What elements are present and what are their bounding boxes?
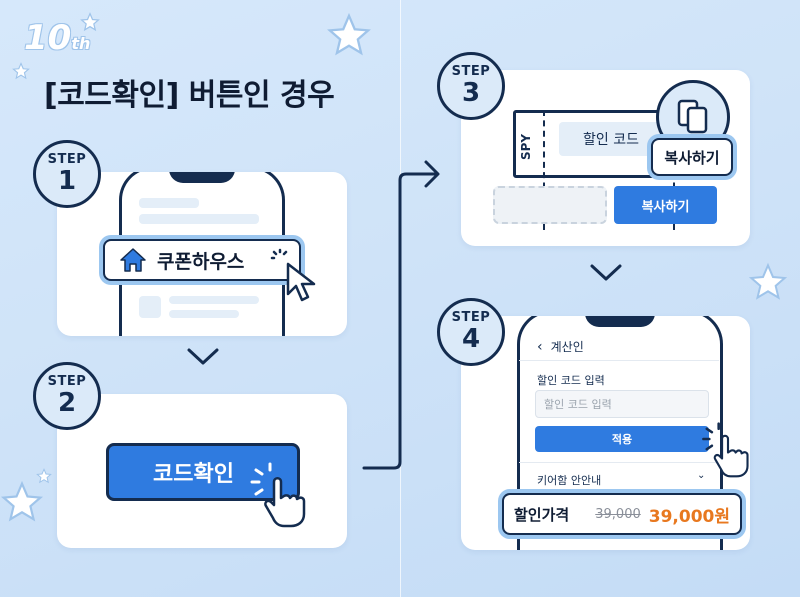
- apply-button[interactable]: 적용: [535, 426, 709, 452]
- coupon-house-label: 쿠폰하우스: [157, 250, 245, 273]
- tenth-number: 10: [24, 18, 72, 58]
- copy-button[interactable]: 복사하기: [614, 186, 717, 224]
- step1-skeleton: [139, 198, 199, 208]
- hand-pointer-icon: [250, 462, 306, 528]
- cursor-arrow-icon: [270, 248, 316, 302]
- coupon-house-pill[interactable]: 쿠폰하우스: [103, 239, 301, 281]
- section-divider: [519, 462, 719, 463]
- step1-skeleton: [139, 214, 259, 224]
- code-check-button[interactable]: 코드확인: [106, 443, 300, 501]
- ticket-perforation: [543, 110, 545, 230]
- star-icon: [12, 62, 30, 80]
- code-input[interactable]: 할인 코드 입력: [535, 390, 709, 418]
- chevron-down-icon: [186, 342, 220, 375]
- copy-icon: [677, 99, 708, 134]
- star-icon: [0, 480, 44, 522]
- step3-badge: STEP 3: [437, 52, 505, 120]
- step4-badge-number: 4: [461, 324, 481, 354]
- step4-phone-notch: [585, 316, 655, 327]
- discount-code-field: 할인 코드: [559, 122, 663, 156]
- checkout-title: 계산인: [550, 340, 584, 354]
- star-icon: [748, 262, 788, 300]
- original-price: 39,000: [595, 506, 641, 522]
- step4-badge: STEP 4: [437, 298, 505, 366]
- chevron-down-icon[interactable]: ⌄: [697, 470, 706, 481]
- star-icon: [80, 12, 100, 32]
- discount-price-bar: 할인가격 39,000 39,000원: [502, 493, 742, 535]
- copy-tag[interactable]: 복사하기: [651, 138, 733, 176]
- page-title: [코드확인] 버튼인 경우: [44, 78, 335, 113]
- step1-phone-notch: [169, 172, 235, 183]
- step3-badge-number: 3: [461, 78, 481, 108]
- step1-skeleton: [139, 296, 161, 318]
- step1-skeleton: [169, 310, 239, 318]
- guide-label: 키어함 안안내: [537, 474, 602, 487]
- step3-badge-label: STEP: [451, 64, 491, 79]
- step1-badge-number: 1: [57, 166, 77, 196]
- back-icon[interactable]: ‹: [537, 338, 543, 355]
- price-label: 할인가격: [514, 505, 570, 524]
- step1-badge: STEP 1: [33, 140, 101, 208]
- home-icon: [120, 248, 146, 272]
- final-price: 39,000원: [648, 506, 730, 527]
- code-input-placeholder[interactable]: [493, 186, 607, 224]
- checkout-header: ‹ 계산인: [537, 338, 584, 355]
- code-section-label: 할인 코드 입력: [537, 374, 605, 387]
- step4-badge-label: STEP: [451, 310, 491, 325]
- chevron-down-icon: [589, 258, 623, 291]
- tenth-anniversary-logo: 10th: [24, 18, 90, 58]
- ticket-side-label: SPY: [519, 133, 533, 160]
- step2-badge-number: 2: [57, 388, 77, 418]
- hand-pointer-icon: [702, 422, 749, 478]
- step1-badge-label: STEP: [47, 152, 87, 167]
- tenth-suffix: th: [71, 34, 91, 53]
- step1-skeleton: [169, 296, 259, 304]
- flow-arrow-icon: [362, 160, 440, 470]
- step2-badge: STEP 2: [33, 362, 101, 430]
- step2-badge-label: STEP: [47, 374, 87, 389]
- star-icon: [327, 12, 371, 56]
- header-divider: [519, 360, 719, 361]
- star-icon: [36, 468, 52, 484]
